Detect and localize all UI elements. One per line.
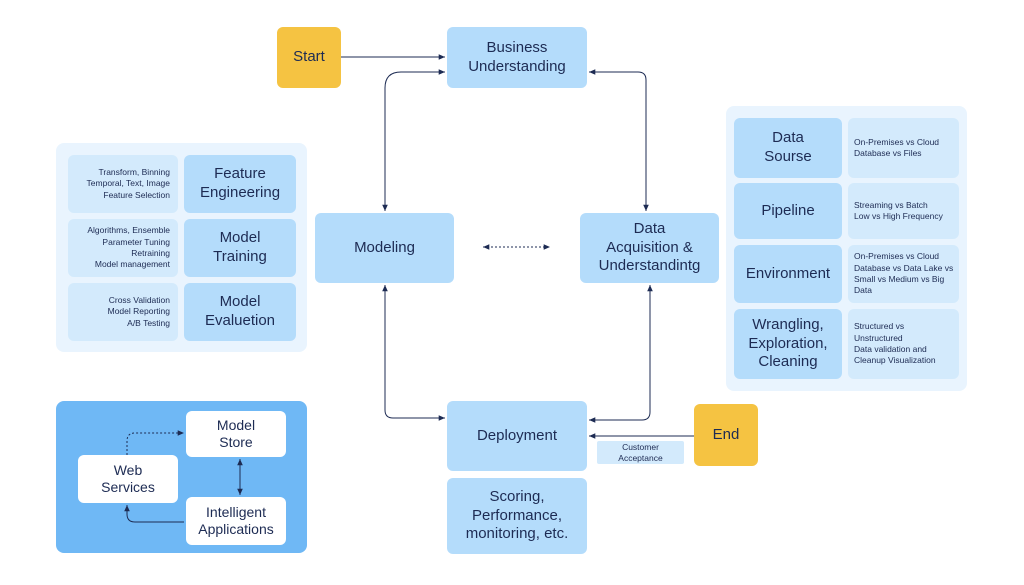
web-services-box: Web Services — [78, 455, 178, 503]
pipeline-box: Pipeline — [734, 183, 842, 239]
feature-engineering-detail: Transform, Binning Temporal, Text, Image… — [68, 155, 178, 213]
intelligent-applications-box: Intelligent Applications — [186, 497, 286, 545]
business-understanding-box: Business Understanding — [447, 27, 587, 88]
data-acquisition-box: Data Acquisition & Understandintg — [580, 213, 719, 283]
scoring-box: Scoring, Performance, monitoring, etc. — [447, 478, 587, 554]
environment-detail: On-Premises vs Cloud Database vs Data La… — [848, 245, 959, 303]
customer-acceptance-label: Customer Acceptance — [597, 441, 684, 464]
model-store-box: Model Store — [186, 411, 286, 457]
arrow-data-deployment — [589, 285, 653, 423]
deployment-box: Deployment — [447, 401, 587, 471]
modeling-box: Modeling — [315, 213, 454, 283]
model-evaluation-box: Model Evaluetion — [184, 283, 296, 341]
model-training-detail: Algorithms, Ensemble Parameter Tuning Re… — [68, 219, 178, 277]
arrow-modeling-business — [382, 69, 445, 211]
wrangling-detail: Structured vs Unstructured Data validati… — [848, 309, 959, 379]
model-evaluation-detail: Cross Validation Model Reporting A/B Tes… — [68, 283, 178, 341]
model-training-box: Model Training — [184, 219, 296, 277]
feature-engineering-box: Feature Engineering — [184, 155, 296, 213]
environment-box: Environment — [734, 245, 842, 303]
arrow-web-modelstore — [126, 430, 184, 455]
wrangling-box: Wrangling, Exploration, Cleaning — [734, 309, 842, 379]
arrow-apps-web — [124, 505, 184, 523]
end-box: End — [694, 404, 758, 466]
data-source-detail: On-Premises vs Cloud Database vs Files — [848, 118, 959, 178]
data-source-box: Data Sourse — [734, 118, 842, 178]
start-box: Start — [277, 27, 341, 88]
pipeline-detail: Streaming vs Batch Low vs High Frequency — [848, 183, 959, 239]
arrow-business-data — [589, 69, 649, 211]
arrow-modeling-deployment — [382, 285, 445, 421]
